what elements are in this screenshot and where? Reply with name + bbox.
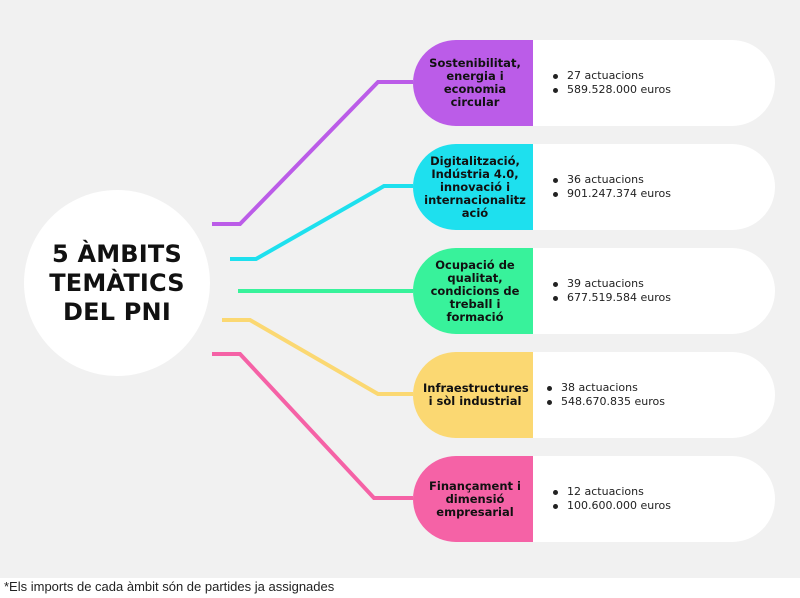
area-label-pill: Ocupació de qualitat, condicions de treb… <box>413 248 533 334</box>
area-row-ocupacio: Ocupació de qualitat, condicions de treb… <box>413 248 775 334</box>
area-details-panel <box>489 352 775 438</box>
area-stats: 12 actuacions 100.600.000 euros <box>553 456 671 542</box>
diagram-canvas: 5 ÀMBITS TEMÀTICS DEL PNI Sostenibilitat… <box>0 0 800 578</box>
area-label-pill: Finançament i dimensió empresarial <box>413 456 533 542</box>
connector-financament <box>212 352 413 500</box>
area-details-panel <box>489 248 775 334</box>
area-label: Infraestructures i sòl industrial <box>423 381 529 408</box>
center-title: 5 ÀMBITS TEMÀTICS DEL PNI <box>49 239 185 326</box>
area-row-infraestructures: Infraestructures i sòl industrial 38 act… <box>413 352 775 438</box>
footnote: *Els imports de cada àmbit són de partid… <box>4 579 335 594</box>
area-row-digitalitzacio: Digitalització, Indústria 4.0, innovació… <box>413 144 775 230</box>
amount-value: 901.247.374 euros <box>553 187 671 201</box>
connector-sostenibilitat <box>212 80 413 226</box>
bullet-icon <box>553 191 558 197</box>
area-label-pill: Sostenibilitat, energia i economia circu… <box>413 40 533 126</box>
amount-value: 100.600.000 euros <box>553 499 671 513</box>
area-row-sostenibilitat: Sostenibilitat, energia i economia circu… <box>413 40 775 126</box>
amount-value: 589.528.000 euros <box>553 83 671 97</box>
area-label-pill: Infraestructures i sòl industrial <box>413 352 533 438</box>
area-label: Digitalització, Indústria 4.0, innovació… <box>424 153 526 220</box>
bullet-icon <box>553 73 558 79</box>
area-details-panel <box>489 40 775 126</box>
bullet-icon <box>553 87 558 93</box>
connector-lines <box>212 80 413 500</box>
connector-digitalitzacio <box>230 184 413 261</box>
area-label-pill: Digitalització, Indústria 4.0, innovació… <box>413 144 533 230</box>
actions-count: 27 actuacions <box>553 69 671 83</box>
area-label: Finançament i dimensió empresarial <box>429 478 521 519</box>
area-label: Ocupació de qualitat, condicions de treb… <box>430 257 520 324</box>
bullet-icon <box>553 503 558 509</box>
area-label: Sostenibilitat, energia i economia circu… <box>429 56 521 109</box>
connector-infraestructures <box>222 318 413 396</box>
area-stats: 36 actuacions 901.247.374 euros <box>553 144 671 230</box>
actions-count: 12 actuacions <box>553 485 671 499</box>
area-details-panel <box>489 456 775 542</box>
area-row-financament: Finançament i dimensió empresarial 12 ac… <box>413 456 775 542</box>
area-details-panel <box>489 144 775 230</box>
actions-count: 38 actuacions <box>547 381 665 395</box>
area-stats: 39 actuacions 677.519.584 euros <box>553 248 671 334</box>
area-stats: 38 actuacions 548.670.835 euros <box>547 352 665 438</box>
bullet-icon <box>553 295 558 301</box>
amount-value: 677.519.584 euros <box>553 291 671 305</box>
actions-count: 39 actuacions <box>553 277 671 291</box>
bullet-icon <box>547 399 552 405</box>
actions-count: 36 actuacions <box>553 173 671 187</box>
amount-value: 548.670.835 euros <box>547 395 665 409</box>
bullet-icon <box>547 385 552 391</box>
area-stats: 27 actuacions 589.528.000 euros <box>553 40 671 126</box>
bullet-icon <box>553 489 558 495</box>
center-circle: 5 ÀMBITS TEMÀTICS DEL PNI <box>24 190 210 376</box>
bullet-icon <box>553 177 558 183</box>
bullet-icon <box>553 281 558 287</box>
